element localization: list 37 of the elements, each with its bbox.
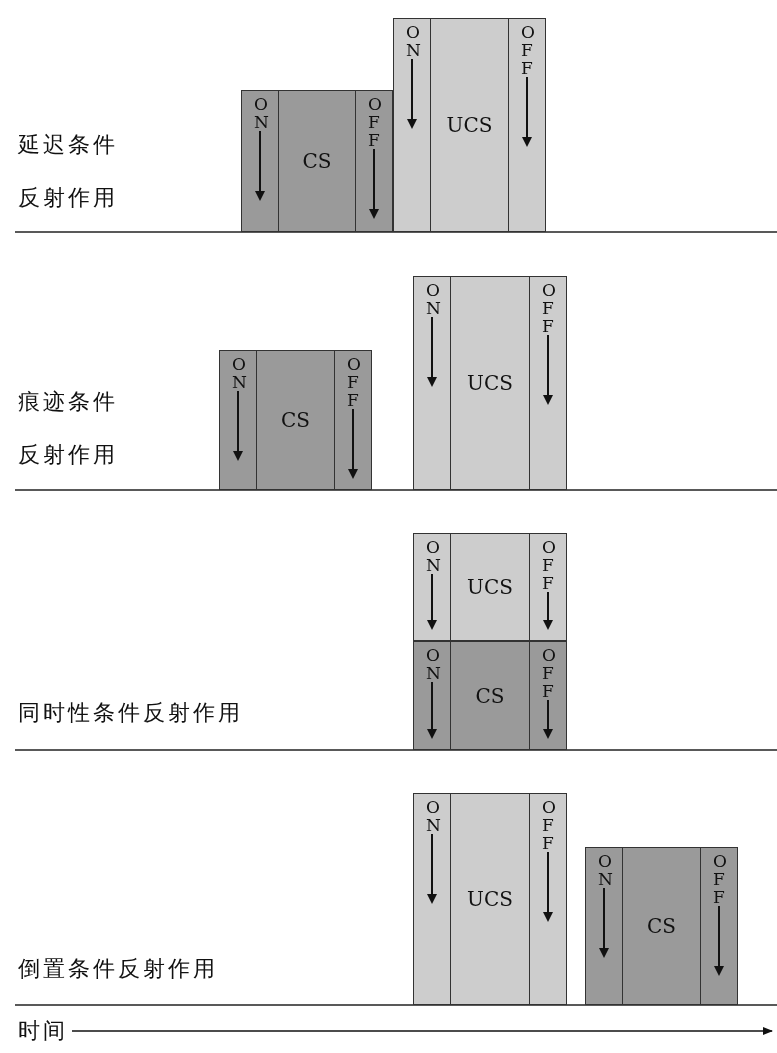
off-label: OFF: [521, 23, 533, 77]
axis-label: 时间: [18, 1017, 69, 1045]
row-label: 延迟条件反射作用: [18, 131, 119, 212]
cs-stimulus-block: [413, 641, 567, 750]
on-label: ON: [254, 95, 266, 131]
stimulus-label: CS: [647, 914, 676, 938]
row-label: 痕迹条件反射作用: [18, 388, 119, 469]
on-label: ON: [232, 355, 244, 391]
off-label: OFF: [542, 538, 554, 592]
on-label: ON: [426, 538, 438, 574]
on-label: ON: [406, 23, 418, 59]
row-label: 同时性条件反射作用: [18, 699, 244, 727]
stimulus-label: CS: [281, 408, 310, 432]
off-label: OFF: [713, 852, 725, 906]
stimulus-label: UCS: [467, 887, 513, 911]
stimulus-label: UCS: [467, 371, 513, 395]
ucs-stimulus-block: [413, 793, 567, 1005]
stimulus-label: UCS: [467, 575, 513, 599]
cs-stimulus-block: [241, 90, 393, 232]
on-label: ON: [426, 646, 438, 682]
ucs-stimulus-block: [393, 18, 546, 232]
off-label: OFF: [542, 646, 554, 700]
row-label: 倒置条件反射作用: [18, 955, 219, 983]
on-label: ON: [426, 281, 438, 317]
cs-stimulus-block: [219, 350, 372, 490]
ucs-stimulus-block: [413, 533, 567, 641]
on-label: ON: [598, 852, 610, 888]
stimulus-label: CS: [475, 683, 505, 708]
stimulus-label: UCS: [446, 113, 493, 137]
off-label: OFF: [347, 355, 359, 409]
off-label: OFF: [542, 798, 554, 852]
ucs-stimulus-block: [413, 276, 567, 490]
on-label: ON: [426, 798, 438, 834]
off-label: OFF: [542, 281, 554, 335]
off-label: OFF: [368, 95, 380, 149]
stimulus-label: CS: [302, 149, 332, 173]
cs-stimulus-block: [585, 847, 738, 1005]
